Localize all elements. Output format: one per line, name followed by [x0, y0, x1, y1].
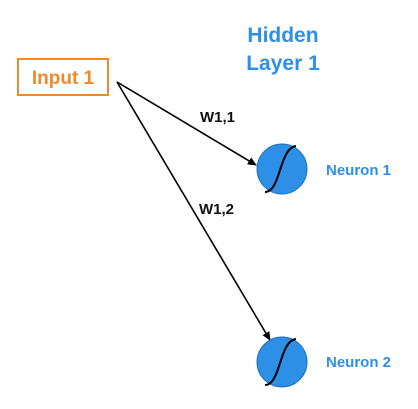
hidden-layer-title-line2: Layer 1	[246, 52, 320, 75]
neuron-2-label: Neuron 2	[326, 354, 391, 371]
neuron-1-label: Neuron 1	[326, 162, 391, 179]
neuron-1-circle	[256, 143, 308, 195]
neuron-2: Neuron 2	[256, 336, 391, 388]
weight-label-w12: W1,2	[199, 201, 234, 218]
input-node: Input 1	[17, 58, 109, 96]
sigmoid-icon	[264, 145, 297, 193]
weight-label-w11: W1,1	[200, 109, 235, 126]
connection-w12-arrow	[116, 81, 271, 341]
sigmoid-icon	[264, 338, 297, 386]
input-node-label: Input 1	[32, 68, 95, 89]
neuron-1: Neuron 1	[256, 143, 391, 195]
hidden-layer-title-line1: Hidden	[247, 24, 318, 47]
neuron-2-circle	[256, 336, 308, 388]
connection-w11-arrow	[116, 81, 257, 166]
input-node-box	[17, 58, 109, 96]
